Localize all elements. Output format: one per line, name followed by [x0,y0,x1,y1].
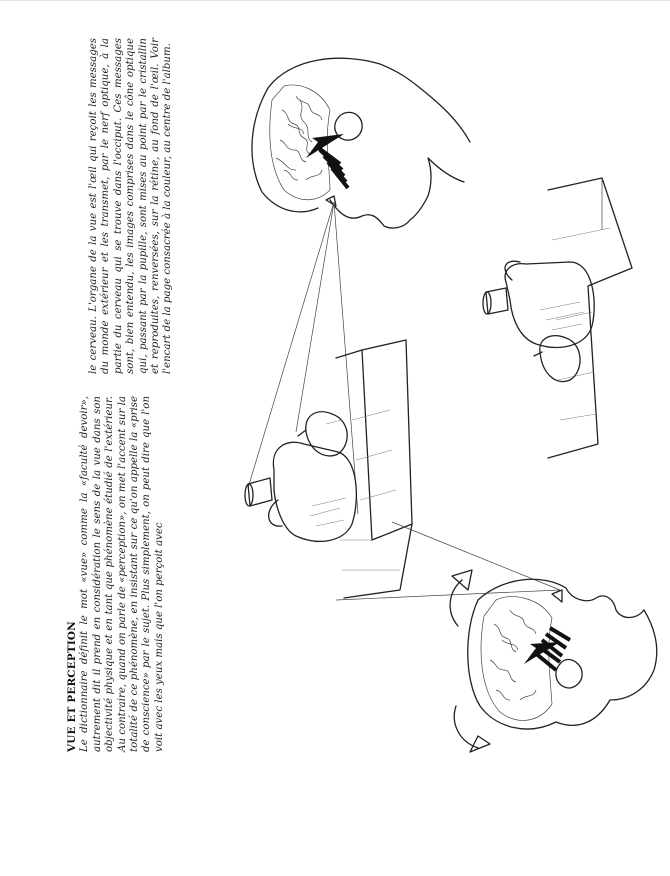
lower-head-figure [449,569,658,753]
upper-still-life [244,339,413,599]
upper-head-figure [251,57,471,229]
lower-still-life [482,177,633,459]
